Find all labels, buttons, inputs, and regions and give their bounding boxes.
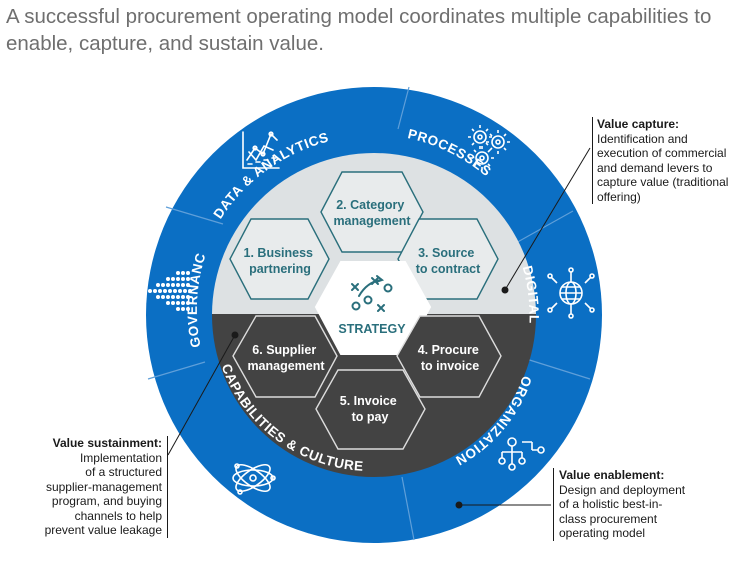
gears-icon (468, 125, 510, 170)
page-headline: A successful procurement operating model… (6, 5, 712, 55)
chart-icon (242, 131, 280, 169)
org-network-icon (498, 437, 545, 471)
hex-label-business-partnering: 1. Business partnering (244, 246, 317, 276)
hex-strategy (314, 261, 432, 355)
callout-line: Implementation (79, 450, 162, 465)
hex-supplier-management (232, 315, 338, 398)
callout-line: execution of commercial (597, 146, 727, 160)
arrow-cascade-icon (148, 271, 192, 311)
callout-title: Value sustainment: (52, 436, 162, 450)
hex-label-invoice-to-pay: 5. Invoice to pay (340, 394, 400, 424)
hex-procure-to-invoice (396, 315, 502, 398)
hex-label-supplier-management: 6. Supplier management (247, 343, 325, 373)
callout-value-sustainment: Value sustainment: Implementation of a s… (0, 436, 168, 538)
callout-title: Value capture: (597, 117, 680, 131)
hex-label-strategy: STRATEGY (338, 322, 406, 336)
hex-business-partnering (229, 218, 330, 300)
callout-leaders (167, 147, 591, 509)
callout-line: Design and deployment (559, 482, 686, 497)
callout-line: of a structured (85, 465, 162, 479)
callout-line: class procurement (559, 511, 658, 526)
callout-value-capture: Value capture: Identification and execut… (592, 117, 750, 204)
callout-line: of a holistic best-in- (559, 497, 663, 511)
globe-circuit-icon (547, 267, 595, 319)
callout-line: operating model (559, 526, 646, 540)
hex-label-category-management: 2. Category management (333, 198, 411, 228)
callout-line: Identification and (597, 131, 688, 146)
ring-dividers (147, 86, 591, 541)
callout-title: Value enablement: (559, 468, 665, 482)
hex-category-management (320, 171, 424, 253)
callout-line: supplier-management (45, 479, 162, 494)
strategy-play-icon (351, 275, 393, 312)
callout-line: offering) (597, 189, 641, 204)
callout-line: prevent value leakage (44, 523, 162, 537)
callout-line: channels to help (74, 508, 162, 523)
callout-line: capture value (traditional (597, 175, 729, 189)
hex-invoice-to-pay (315, 369, 426, 450)
atom-icon (232, 463, 276, 495)
callout-line: program, and buying (51, 494, 162, 508)
hex-label-source-to-contract: 3. Source to contract (416, 246, 481, 276)
callout-line: and demand levers to (597, 160, 713, 175)
hex-label-procure-to-invoice: 4. Procure to invoice (418, 343, 483, 373)
callout-value-enablement: Value enablement: Design and deployment … (553, 468, 749, 541)
